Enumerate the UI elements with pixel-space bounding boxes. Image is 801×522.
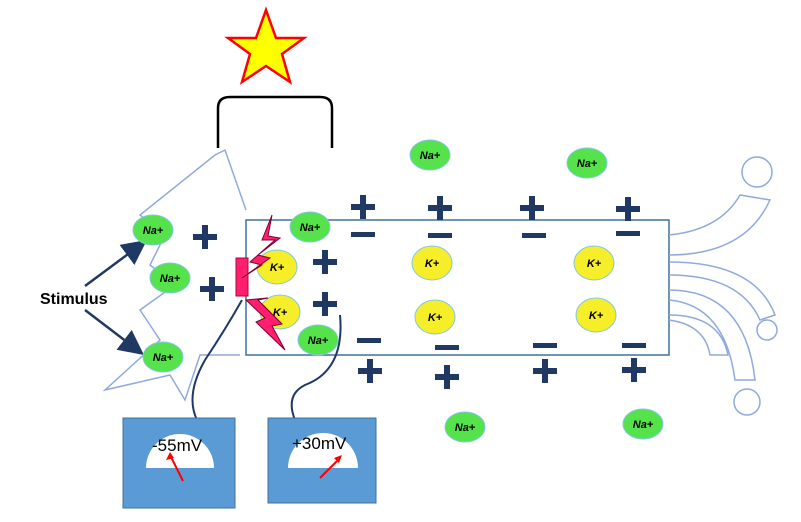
plus-signs [193, 195, 646, 389]
stimulus-arrow-upper [84, 240, 148, 288]
minus-sign [435, 345, 459, 350]
svg-text:Na+: Na+ [308, 335, 329, 347]
k-ion: K+ [414, 299, 456, 335]
na-ion: Na+ [444, 411, 486, 443]
svg-text:K+: K+ [425, 258, 440, 270]
plus-sign [428, 196, 452, 220]
meter-reading-left: -55mV [152, 436, 203, 455]
svg-text:K+: K+ [587, 258, 602, 270]
minus-signs [351, 231, 646, 350]
svg-text:K+: K+ [270, 262, 285, 274]
svg-text:Na+: Na+ [633, 419, 654, 431]
minus-sign [428, 233, 452, 238]
na-ion: Na+ [289, 211, 331, 243]
minus-sign [622, 343, 646, 348]
cell-body-outline [102, 148, 247, 402]
plus-sign [616, 197, 640, 221]
svg-text:Na+: Na+ [160, 273, 181, 285]
region-bracket [216, 95, 334, 148]
svg-text:Na+: Na+ [300, 222, 321, 234]
plus-sign [520, 196, 544, 220]
k-ion: K+ [256, 249, 298, 285]
plus-sign [358, 359, 382, 383]
electrode-wire-right [290, 314, 342, 421]
plus-sign [200, 277, 224, 301]
minus-sign [616, 231, 640, 236]
k-ion: K+ [575, 297, 617, 333]
minus-sign [533, 343, 557, 348]
na-ion: Na+ [566, 147, 608, 179]
svg-text:Na+: Na+ [143, 225, 164, 237]
meter-needle [169, 454, 184, 482]
voltmeter-left: -55mV [122, 417, 236, 509]
svg-text:Na+: Na+ [420, 150, 441, 162]
na-ion: Na+ [409, 139, 451, 171]
na-ion: Na+ [622, 408, 664, 440]
svg-text:Na+: Na+ [577, 158, 598, 170]
svg-text:K+: K+ [428, 312, 443, 324]
stimulus-label: Stimulus [40, 291, 108, 308]
svg-text:K+: K+ [589, 310, 604, 322]
k-ion: K+ [411, 245, 453, 281]
star-icon [224, 6, 308, 85]
minus-sign [357, 338, 381, 343]
plus-sign [533, 359, 557, 383]
plus-sign [351, 195, 375, 219]
k-ion: K+ [573, 245, 615, 281]
minus-sign [351, 232, 375, 237]
na-ion: Na+ [297, 324, 339, 356]
na-ion: Na+ [142, 341, 184, 373]
svg-text:K+: K+ [273, 307, 288, 319]
sodium-channel [235, 257, 249, 297]
spark-icon [241, 214, 282, 279]
spark-icon [244, 297, 286, 351]
stimulus-arrow-lower [84, 309, 144, 356]
plus-sign [313, 292, 337, 316]
meter-reading-right: +30mV [292, 434, 347, 453]
meter-needle [319, 457, 341, 479]
na-ion: Na+ [132, 214, 174, 246]
svg-text:Na+: Na+ [153, 352, 174, 364]
minus-sign [522, 233, 546, 238]
electrode-wire-left [191, 299, 243, 421]
voltmeter-right: +30mV [267, 417, 377, 504]
axon-terminals [668, 156, 778, 416]
plus-sign [313, 250, 337, 274]
plus-sign [435, 365, 459, 389]
plus-sign [193, 225, 217, 249]
plus-sign [622, 358, 646, 382]
na-ion: Na+ [149, 262, 191, 294]
svg-text:Na+: Na+ [455, 422, 476, 434]
